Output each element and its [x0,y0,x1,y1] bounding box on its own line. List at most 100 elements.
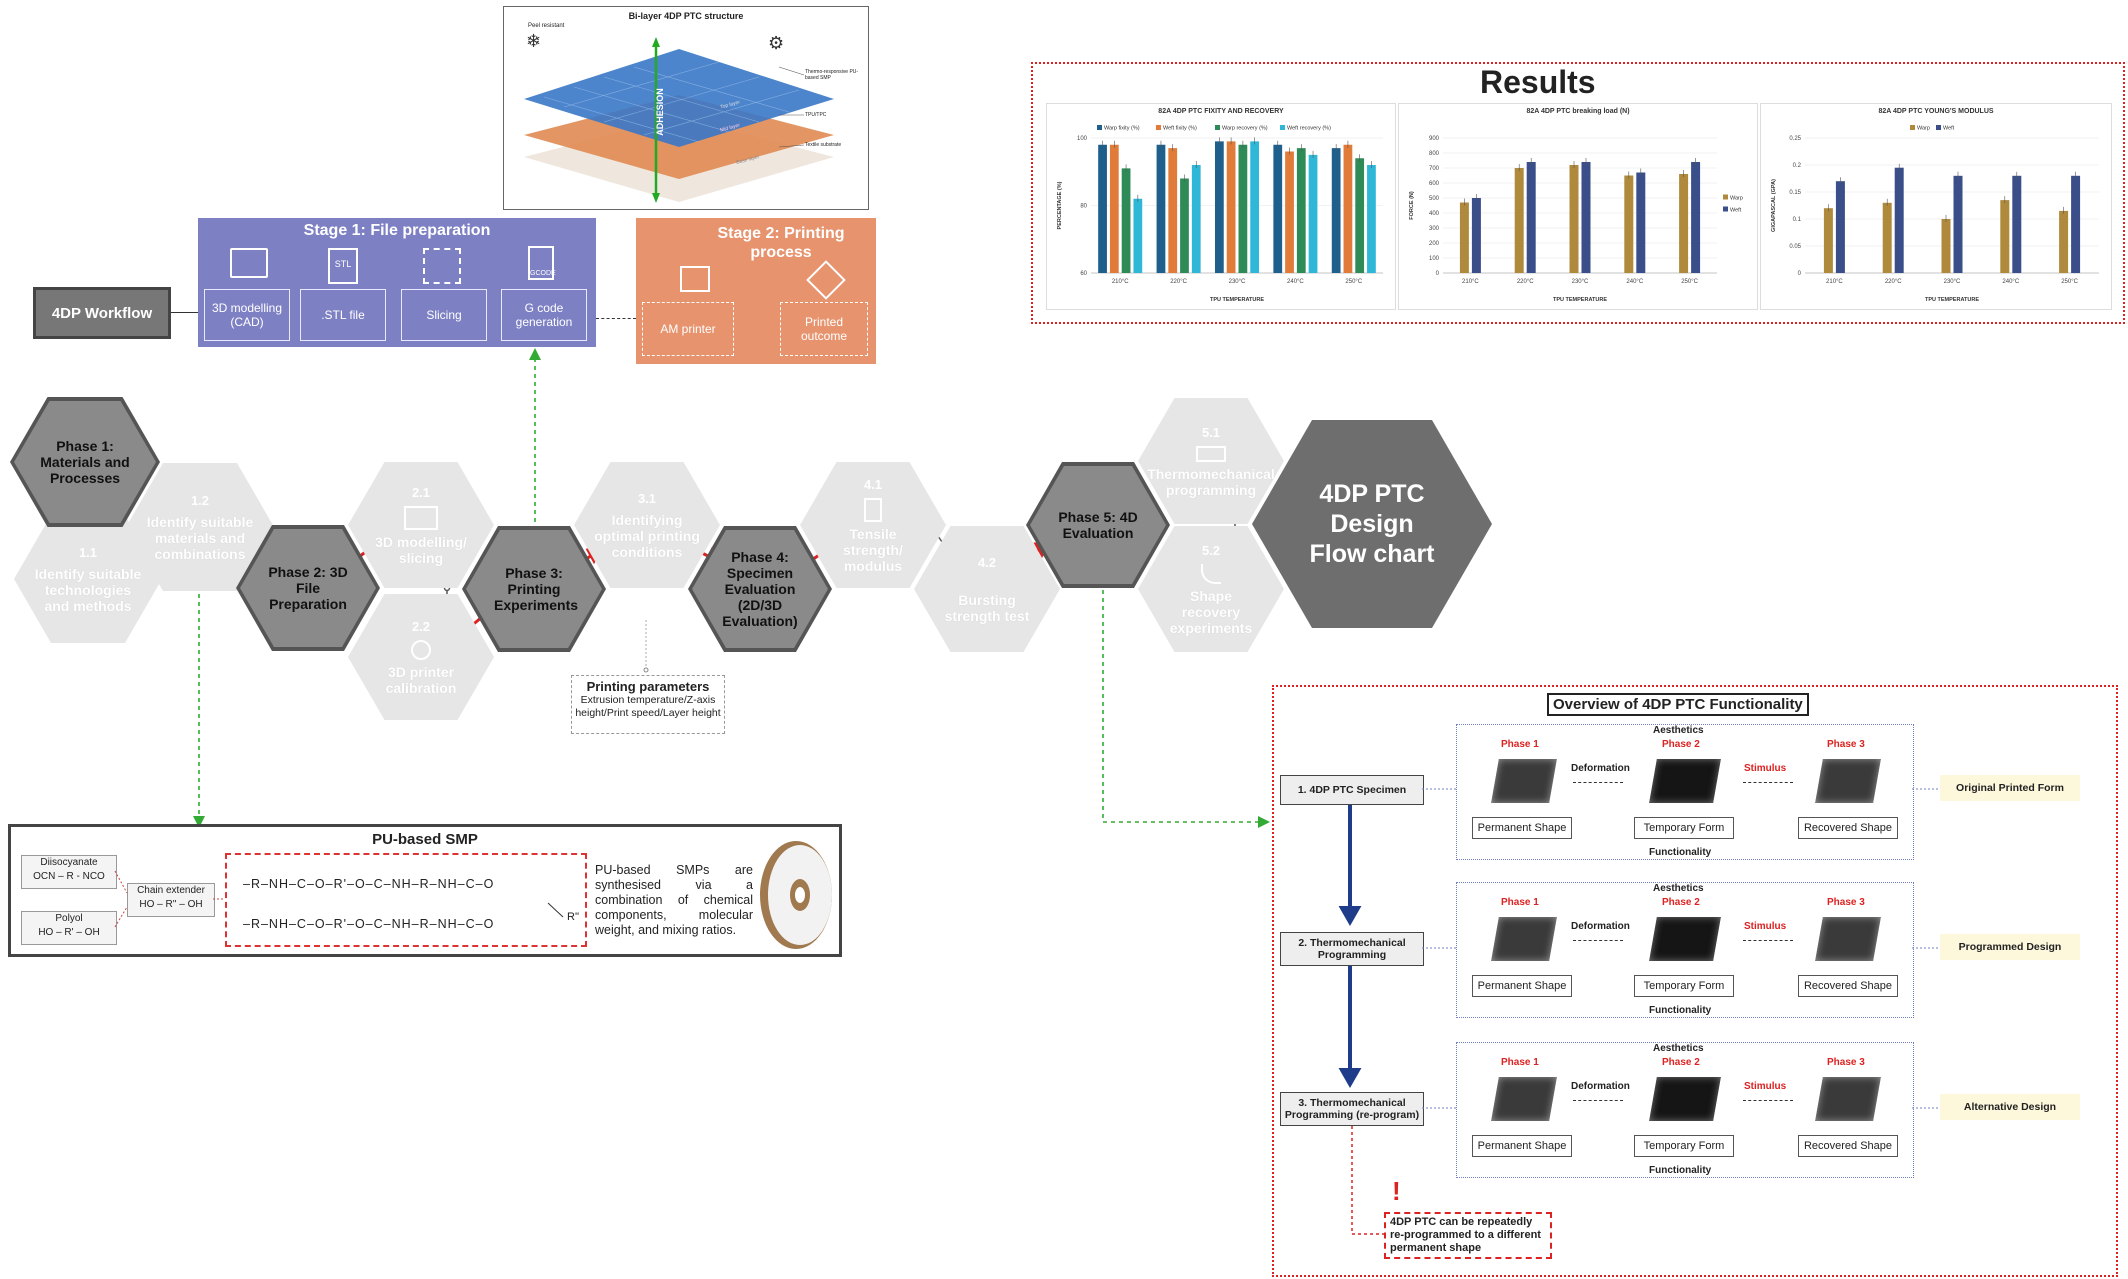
overview-title: Overview of 4DP PTC Functionality [1547,693,1809,716]
bar [1180,178,1189,273]
bar [1273,144,1283,273]
bar [1471,198,1481,273]
bar [1250,141,1260,273]
x-tick-label: 210°C [1826,279,1843,285]
hex-5-1-num: 5.1 [1201,424,1221,440]
hex-4-1-text: Tensile strength/ modulus [843,525,903,574]
legend-label: Warp [1730,196,1743,202]
diisocyanate-label: Diisocyanate [40,857,98,868]
polyol-formula: HO – R' – OH [38,927,100,938]
outcome-box-2: Programmed Design [1940,934,2080,960]
x-axis-label: TPU TEMPERATURE [1553,297,1607,303]
x-tick-label: 230°C [1229,279,1246,285]
legend-swatch [1723,194,1728,200]
cad-icon [230,248,268,278]
permanent-box-3: Permanent Shape [1472,1135,1572,1157]
legend-swatch [1156,125,1161,130]
functionality-label-2: Functionality [1649,1005,1712,1016]
phase-5-label: Phase 5: 4D Evaluation [1058,509,1138,541]
hex-3-1-num: 3.1 [637,490,657,506]
hex-4-2-text: Bursting strength test [944,591,1030,624]
y-tick-label: 0.05 [1789,244,1801,250]
y-tick-label: 100 [1429,256,1440,262]
overview-frame [1272,685,2118,1277]
chain-extender-formula: HO – R'' – OH [139,899,203,910]
hex-4-1-num: 4.1 [863,476,883,492]
legend-label: Warp fixity (%) [1104,126,1140,132]
permanent-box-2: Permanent Shape [1472,975,1572,997]
chart-breaking-title: 82A 4DP PTC breaking load (N) [1526,108,1630,115]
y-tick-label: 800 [1429,151,1440,157]
recovery-icon [1201,563,1221,584]
legend-swatch [1936,125,1941,130]
printing-params-title: Printing parameters [586,679,710,694]
pu-title: PU-based SMP [372,831,478,848]
bar [1526,162,1536,273]
x-tick-label: 250°C [1681,279,1698,285]
permanent-box-1: Permanent Shape [1472,817,1572,839]
bar [2000,200,2010,273]
bar [1191,165,1201,273]
functionality-label-1: Functionality [1649,847,1712,858]
x-axis-label: TPU TEMPERATURE [1925,297,1979,303]
gcode-icon-text: GCODE [530,270,556,277]
hex-phase-2: Phase 2: 3D File Preparation [236,525,380,651]
hex-2-1-text: 3D modelling/ slicing [375,533,467,566]
bar [2012,175,2022,273]
phase-1-label: Phase 1: Materials and Processes [40,438,130,486]
y-tick-label: 200 [1429,241,1440,247]
hex-5-2: 5.2 Shape recovery experiments [1138,526,1284,652]
printing-params-body: Extrusion temperature/Z-axis height/Prin… [575,694,721,719]
bar [2071,175,2081,273]
phase-2-label: Phase 2: 3D File Preparation [268,564,348,612]
gripper-icon: ⚙ [768,33,784,53]
bar [1156,144,1166,273]
phase2-label-2: Phase 2 [1662,897,1700,908]
stage1-step-cad: 3D modelling (CAD) [204,289,290,341]
legend-label: Warp recovery (%) [1222,126,1268,132]
step-box-3: 3. Thermomechanical Programming (re-prog… [1280,1092,1424,1126]
pu-panel: PU-based SMP Diisocyanate OCN – R - NCO … [8,824,842,957]
bar [1121,168,1131,273]
bar [1882,202,1892,273]
diisocyanate-formula: OCN – R - NCO [33,871,105,882]
deformation-label-3: Deformation [1571,1081,1630,1092]
modelling-icon [404,505,438,530]
hex-5-1-text: Thermomechanical programming [1147,465,1275,498]
stimulus-label-1: Stimulus [1744,763,1787,774]
bar [1514,168,1524,273]
bar [1226,141,1236,273]
x-tick-label: 240°C [1626,279,1643,285]
diisocyanate-box: Diisocyanate OCN – R - NCO [21,855,117,889]
x-tick-label: 220°C [1517,279,1534,285]
bar [1133,198,1143,273]
stl-file-icon: STL [328,248,358,284]
printer-icon [680,266,710,292]
x-tick-label: 220°C [1170,279,1187,285]
bar [1835,181,1845,273]
arrow-3a [1573,1100,1623,1101]
pu-links [114,870,564,928]
alert-icon: ! [1392,1176,1401,1206]
phase1-label-2: Phase 1 [1501,897,1539,908]
tensile-icon [864,497,882,522]
phase2-label-1: Phase 2 [1662,739,1700,750]
legend-swatch [1723,206,1728,212]
pu-formula-row2: –R–NH–C–O–R'–O–C–NH–R–NH–C–O [243,917,495,931]
arrow-2a [1573,940,1623,941]
stage1-step-stl: .STL file [300,289,386,341]
phase2-label-3: Phase 2 [1662,1057,1700,1068]
pu-r-label: R'' [567,911,580,923]
stimulus-label-2: Stimulus [1744,921,1787,932]
workflow-connector [171,312,198,313]
functionality-label-3: Functionality [1649,1165,1712,1176]
bar [1581,162,1591,273]
legend-swatch [1910,125,1915,130]
hex-1-2-text: Identify suitable materials and combinat… [146,513,254,562]
phase1-label-1: Phase 1 [1501,739,1539,750]
bar [1238,144,1248,273]
temporary-box-3: Temporary Form [1634,1135,1734,1157]
